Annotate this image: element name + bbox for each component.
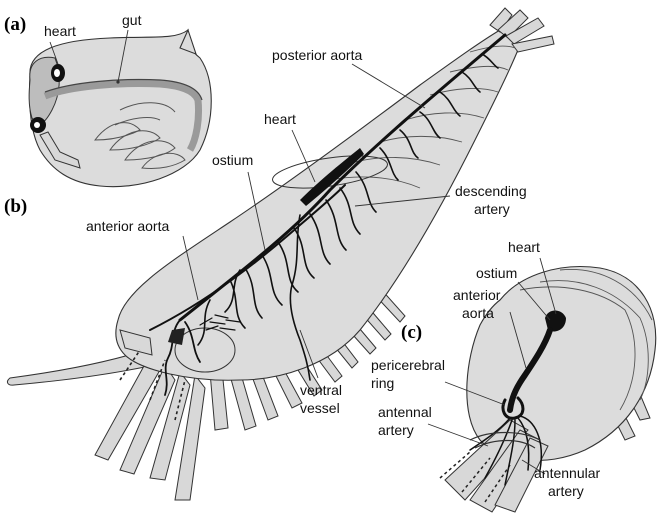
panel-b-heart bbox=[300, 148, 364, 206]
panel-c-label-antennular-artery-line1: antennular bbox=[534, 465, 601, 481]
panel-c-heart bbox=[545, 310, 566, 332]
panel-b-label-ventral-vessel-line1: ventral bbox=[300, 382, 342, 398]
panel-a-antenna bbox=[39, 131, 81, 169]
panel-b-letter: (b) bbox=[4, 196, 27, 217]
panel-c-segment-3 bbox=[559, 269, 653, 321]
panel-b-label-anterior-aorta: anterior aorta bbox=[86, 218, 169, 234]
panel-b-label-descending-artery-line2: artery bbox=[474, 201, 510, 217]
panel-a-drawing bbox=[28, 28, 212, 188]
panel-c-antennal-artery-leader bbox=[427, 423, 489, 447]
panel-b-drawing bbox=[6, 7, 555, 501]
panel-b-tail bbox=[489, 7, 555, 53]
panel-c-label-antennal-artery-line2: artery bbox=[378, 422, 414, 438]
panel-a-limbs bbox=[93, 102, 186, 169]
panel-b-label-heart: heart bbox=[264, 111, 296, 127]
panel-c-pericerebral-ring bbox=[501, 396, 525, 420]
panel-c-antennular-artery-leader bbox=[521, 459, 546, 475]
panel-c-label-pericerebral-ring-line2: ring bbox=[371, 375, 394, 391]
panel-c-pericerebral-ring-leader bbox=[444, 381, 506, 406]
panel-b-ventral-vessel-leader bbox=[299, 329, 319, 379]
panel-b-head-vessels bbox=[164, 314, 241, 396]
panel-c-segment-2 bbox=[539, 280, 649, 401]
panel-c-label-ostium: ostium bbox=[476, 265, 517, 281]
panel-c-label-anterior-aorta-line1: anterior bbox=[453, 287, 501, 303]
panel-b-heart-region bbox=[272, 155, 388, 189]
panel-c-antennal-artery bbox=[469, 417, 516, 486]
panel-c-segment-1 bbox=[519, 286, 636, 411]
panel-c-label-heart: heart bbox=[508, 239, 540, 255]
panel-b-label-ventral-vessel-line2: vessel bbox=[300, 400, 340, 416]
panel-a-label-heart: heart bbox=[44, 23, 76, 39]
panel-a-carapace bbox=[28, 28, 212, 188]
panel-b-label-ostium: ostium bbox=[212, 152, 253, 168]
panel-c-heart-leader bbox=[539, 257, 557, 315]
panel-a-spine bbox=[179, 28, 197, 55]
panel-b-ostium-leader bbox=[247, 171, 266, 251]
panel-b-anterior-aorta-leader bbox=[182, 235, 199, 301]
panel-c-body bbox=[466, 266, 657, 462]
panel-b-heart-leader bbox=[291, 129, 316, 183]
panel-c-anterior-aorta bbox=[507, 327, 553, 413]
panel-a-gut-leader bbox=[117, 29, 129, 83]
panel-b-label-descending-artery-line1: descending bbox=[455, 183, 527, 199]
panel-b-posterior-aorta-leader bbox=[351, 63, 426, 109]
panel-b-antenna-bases bbox=[119, 329, 186, 421]
panel-c-letter: (c) bbox=[401, 322, 422, 343]
panel-a-gut bbox=[43, 80, 202, 152]
panel-b-lateral-arteries bbox=[197, 53, 499, 381]
panel-c-anterior-aorta-leader bbox=[509, 311, 527, 369]
panel-c-label-antennal-artery-line1: antennal bbox=[378, 404, 432, 420]
panel-c-drawing bbox=[427, 257, 657, 513]
panel-b-label-posterior-aorta: posterior aorta bbox=[272, 47, 362, 63]
panel-c-label-antennular-artery-line2: artery bbox=[548, 483, 584, 499]
panel-b-ventral-vessel bbox=[149, 184, 346, 331]
panel-a-label-gut: gut bbox=[122, 12, 142, 28]
panel-c-label-pericerebral-ring-line1: pericerebral bbox=[371, 357, 445, 373]
panel-c-antennular-artery bbox=[517, 415, 542, 471]
panel-a-heart-leader bbox=[49, 41, 59, 65]
panel-b-descending-artery-leader bbox=[354, 195, 451, 207]
panel-a-letter: (a) bbox=[4, 14, 26, 35]
panel-c-ostium-leader bbox=[517, 281, 551, 321]
panel-c-label-anterior-aorta-line2: aorta bbox=[462, 305, 494, 321]
